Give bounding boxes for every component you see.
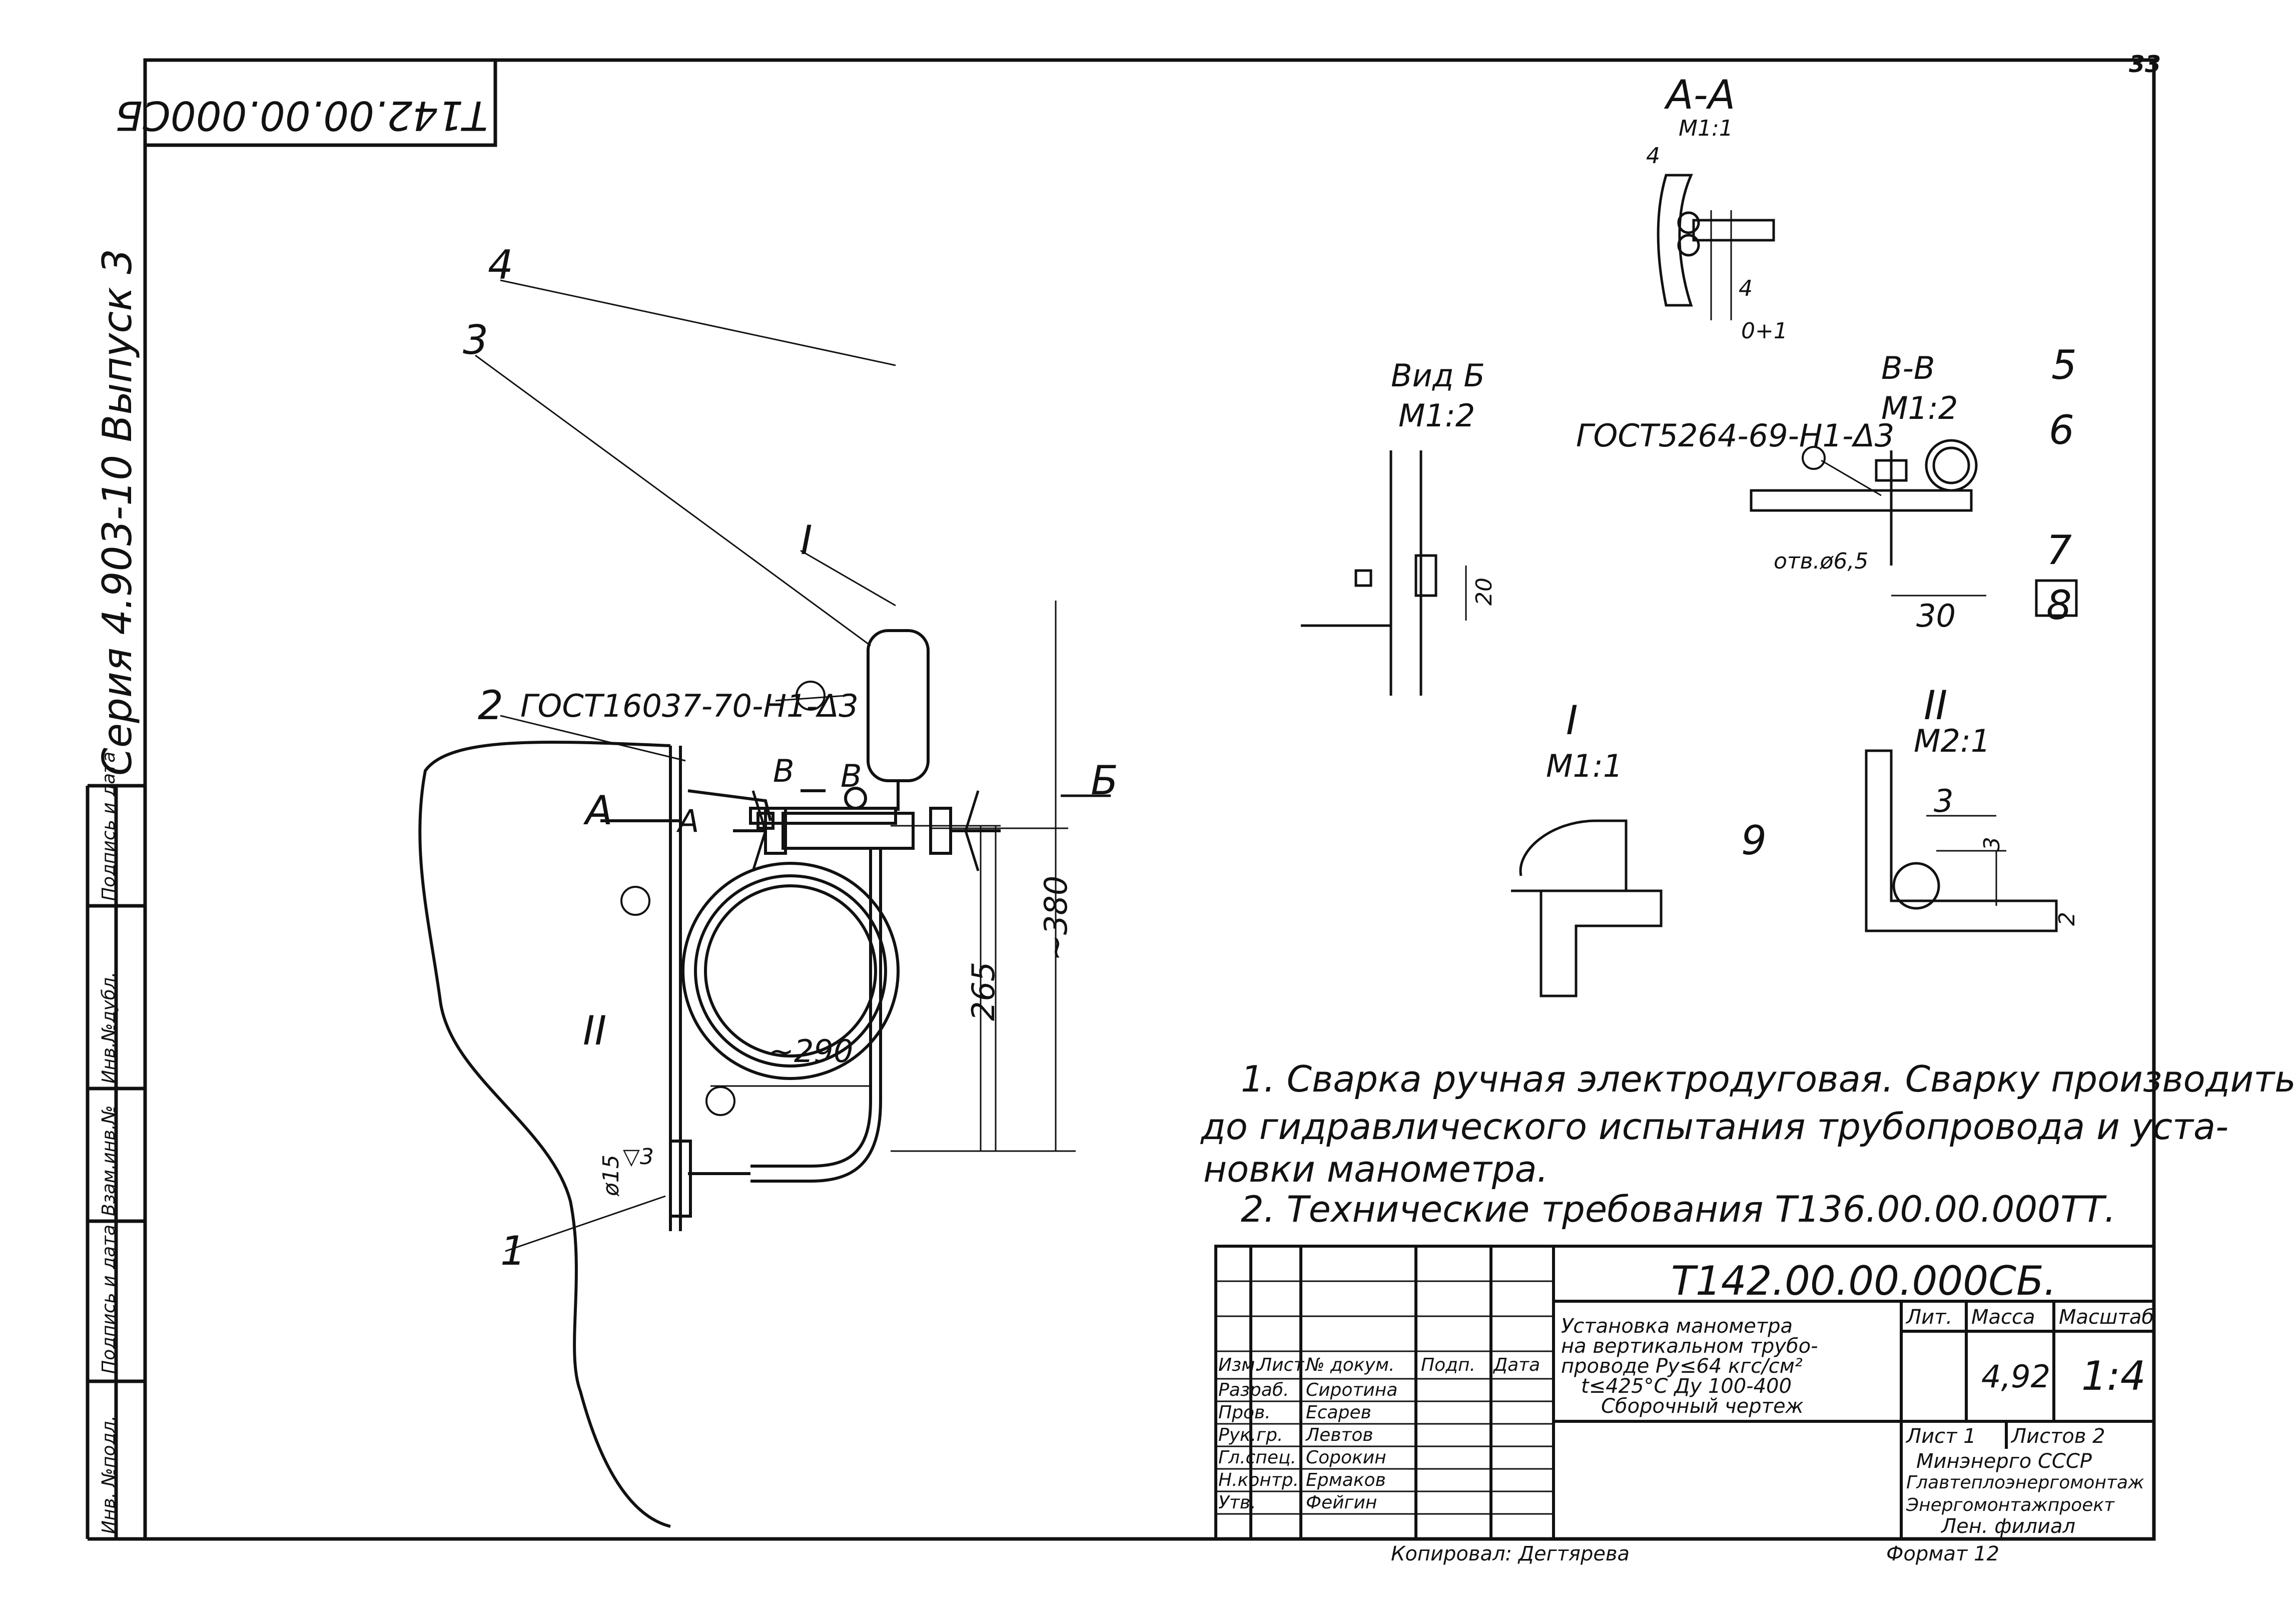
view-ii-scale: М2:1	[1914, 723, 1991, 759]
main-view	[418, 279, 1111, 1528]
section-bb-drawing	[1750, 439, 2078, 617]
tb-mass-value: 4,92	[1981, 1358, 2051, 1395]
side-stamp-3: Инв.№дубл.	[99, 971, 119, 1084]
position-9: 9	[1741, 817, 1767, 864]
weld-gost-2: ГОСТ5264-69-Н1-Δ3	[1576, 417, 1895, 454]
dim-ii-3b: 3	[1979, 837, 2005, 851]
tb-name-3: Сорокин	[1306, 1447, 1386, 1468]
dim-ii-2: 2	[2054, 912, 2080, 926]
side-stamp-2: Взам.инв.№	[99, 1105, 119, 1216]
position-8: 8	[2046, 582, 2072, 629]
dim-aa-01: 0+1	[1741, 318, 1788, 344]
side-stamp-0: Инв. №подл.	[99, 1415, 119, 1534]
weld-gost-1: ГОСТ16037-70-Н1-Δ3	[520, 688, 859, 724]
tb-name-2: Левтов	[1306, 1425, 1373, 1445]
tb-role-5: Утв.	[1218, 1492, 1256, 1513]
tb-name-4: Ермаков	[1306, 1470, 1386, 1490]
position-4: 4	[488, 242, 513, 288]
view-b-title: Вид Б	[1391, 357, 1485, 394]
tb-scale-label: Масштаб	[2059, 1306, 2154, 1329]
position-2: 2	[478, 682, 503, 729]
note-line-3: новки манометра.	[1203, 1148, 1549, 1190]
dim-ii-3a: 3	[1934, 783, 1954, 819]
format-label: Формат 12	[1886, 1542, 1999, 1565]
title-name-1: на вертикальном трубо-	[1561, 1335, 1818, 1358]
view-bb-title: В-В	[1881, 350, 1935, 386]
tb-head-date: Дата	[1493, 1355, 1541, 1375]
position-3: 3	[463, 317, 488, 363]
view-aa-scale: М1:1	[1679, 116, 1733, 141]
note-line-4: 2. Технические требования Т136.00.00.000…	[1241, 1188, 2116, 1230]
note-line-2: до гидравлического испытания трубопровод…	[1201, 1106, 2229, 1148]
dim-aa-4a: 4	[1646, 143, 1660, 169]
dim-phi15: ø15	[598, 1155, 624, 1196]
tb-mass-label: Масса	[1971, 1306, 2035, 1329]
title-name-3: t≤425°С Ду 100-400	[1581, 1375, 1792, 1398]
side-stamp-4: Подпись и дата	[99, 751, 119, 901]
title-name-4: Сборочный чертеж	[1601, 1395, 1804, 1418]
view-i-title: I	[1566, 697, 1578, 744]
tb-org-2: Энергомонтажпроект	[1906, 1495, 2115, 1515]
position-1: 1	[500, 1228, 526, 1274]
section-mark-a-left: А	[585, 787, 613, 834]
section-mark-a-right: А	[678, 803, 699, 839]
tb-head-list: Лист	[1258, 1355, 1304, 1375]
tb-sheets: Листов 2	[2011, 1425, 2105, 1448]
sheet-frame	[86, 58, 2156, 1541]
series-label: Серия 4.903-10 Выпуск 3	[94, 249, 141, 776]
view-ii-title: II	[1924, 682, 1948, 729]
tb-name-5: Фейгин	[1306, 1492, 1377, 1513]
tb-head-izm: Изм.	[1218, 1355, 1261, 1375]
tb-head-doc: № докум.	[1306, 1355, 1395, 1375]
dim-hole: отв.ø6,5	[1774, 549, 1869, 574]
position-5: 5	[2051, 342, 2077, 388]
page-number: 33	[2129, 51, 2161, 78]
callout-ii: II	[583, 1007, 607, 1054]
tb-role-4: Н.контр.	[1218, 1470, 1299, 1490]
tb-org-1: Главтеплоэнергомонтаж	[1906, 1472, 2144, 1493]
tb-head-sign: Подп.	[1421, 1355, 1475, 1375]
dim-380: ~380	[1038, 875, 1074, 961]
title-name-0: Установка манометра	[1561, 1315, 1793, 1338]
title-block-code: Т142.00.00.000СБ.	[1671, 1258, 2057, 1304]
tb-role-2: Рук.гр.	[1218, 1425, 1283, 1445]
position-7: 7	[2046, 527, 2072, 574]
detail-ii-drawing	[1865, 749, 2058, 932]
weld-symbol: ▽3	[623, 1144, 654, 1170]
dim-290: ~290	[768, 1033, 854, 1070]
assembly-drawing	[86, 58, 2156, 1541]
dim-265: 265	[965, 961, 1002, 1021]
title-block-frame	[1214, 1245, 2155, 1540]
tb-org-0: Минэнерго СССР	[1916, 1450, 2092, 1473]
dim-20: 20	[1471, 578, 1497, 606]
note-line-1: 1. Сварка ручная электродуговая. Сварку …	[1241, 1058, 2296, 1100]
view-i-scale: М1:1	[1546, 748, 1623, 784]
section-mark-b-right: В	[841, 758, 862, 794]
view-b-drawing	[1301, 450, 1467, 696]
section-mark-b-left: В	[773, 753, 795, 789]
view-aa-title: А-А	[1666, 72, 1736, 118]
tb-scale-value: 1:4	[2081, 1353, 2146, 1399]
tb-role-3: Гл.спец.	[1218, 1447, 1296, 1468]
tb-role-1: Пров.	[1218, 1402, 1271, 1423]
detail-i-drawing	[1511, 819, 1663, 997]
position-6: 6	[2049, 407, 2074, 453]
copied-by: Копировал: Дегтярева	[1391, 1542, 1630, 1565]
tb-name-0: Сиротина	[1306, 1380, 1398, 1400]
tb-org-3: Лен. филиал	[1941, 1515, 2076, 1538]
dim-aa-4b: 4	[1739, 276, 1753, 301]
title-name-2: проводе Ру≤64 кгс/см²	[1561, 1355, 1803, 1378]
tb-sheet: Лист 1	[1906, 1425, 1976, 1448]
side-stamp-1: Подпись и дата	[99, 1224, 119, 1374]
section-aa-drawing	[1657, 174, 1775, 320]
tb-name-1: Есарев	[1306, 1402, 1371, 1423]
doc-code-top: Т142.00.00.000СБ	[115, 92, 488, 139]
view-b-scale: М1:2	[1398, 397, 1475, 434]
view-bb-scale: М1:2	[1881, 390, 1958, 426]
tb-role-0: Разраб.	[1218, 1380, 1289, 1400]
callout-i: I	[801, 517, 813, 564]
view-b-mark: Б	[1091, 757, 1118, 804]
dim-30: 30	[1916, 598, 1956, 634]
tb-lit-label: Лит.	[1906, 1306, 1953, 1329]
